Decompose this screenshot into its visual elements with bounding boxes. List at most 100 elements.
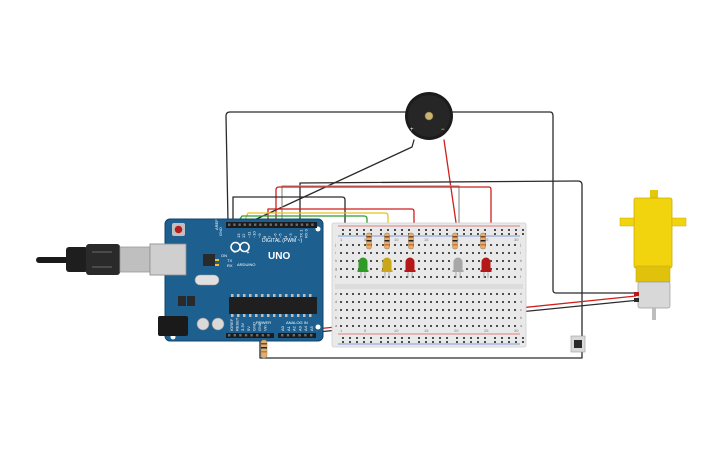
gnd-label: GND	[218, 227, 223, 236]
atmega-chip	[229, 297, 317, 314]
power-header	[226, 333, 274, 338]
analog-pin-label: A5	[309, 325, 314, 331]
breadboard-col-label: 25	[484, 237, 489, 242]
digital-pin-label: 8	[262, 235, 267, 238]
analog-pin-label: A1	[286, 325, 291, 331]
breadboard-col-label: 1	[340, 237, 343, 242]
digital-pin-label: ~6	[272, 233, 277, 238]
led-green[interactable]	[357, 257, 369, 279]
digital-pin-label: ~10	[252, 230, 257, 238]
analog-pin-label: A3	[297, 325, 302, 331]
breadboard-row-label: c	[335, 307, 337, 312]
wire-green[interactable]	[237, 215, 368, 241]
resistor[interactable]	[384, 232, 390, 250]
breadboard-col-label: 30	[514, 328, 519, 333]
buzzer-icon[interactable]: + −	[405, 92, 453, 140]
wire-red-led[interactable]	[267, 208, 415, 241]
rx-label: RX	[227, 263, 233, 268]
capacitor	[211, 317, 225, 331]
breadboard-col-label: 5	[364, 237, 367, 242]
wire-black-short[interactable]	[232, 196, 346, 241]
wire-yellow[interactable]	[243, 212, 389, 241]
digital-pin-label: RX 0	[304, 228, 309, 238]
resistor[interactable]	[480, 232, 486, 250]
resistor[interactable]	[366, 232, 372, 250]
arduino-uno-board[interactable]: AREF GND DIGITAL (PWM ~) − + ARDUINO UNO…	[149, 218, 324, 342]
wire-black-buzzer-right[interactable]	[451, 111, 641, 294]
breadboard-col-label: 10	[394, 237, 399, 242]
breadboard-col-label: 25	[484, 328, 489, 333]
dc-motor-icon[interactable]	[619, 190, 687, 320]
svg-text:+: +	[247, 250, 250, 256]
breadboard-row-label: d	[335, 299, 337, 304]
resistor[interactable]	[452, 232, 458, 250]
center-channel	[335, 284, 523, 289]
breadboard-row-label: f	[520, 274, 522, 279]
wire-black-pushbutton[interactable]	[299, 180, 583, 353]
power-jack	[158, 316, 188, 336]
digital-pin-label: 4	[283, 235, 288, 238]
resistor-pulldown[interactable]	[260, 339, 268, 359]
wire-grey[interactable]	[281, 185, 460, 241]
wire-black-bottom[interactable]	[259, 335, 583, 359]
usb-chip	[203, 254, 215, 266]
analog-header	[278, 333, 316, 338]
breadboard-row-label: i	[335, 250, 336, 255]
breadboard[interactable]: 115510101515202025253030 jjiihhggffeeddc…	[331, 222, 527, 348]
pushbutton-icon[interactable]	[570, 335, 586, 353]
digital-pin-label: ~5	[278, 233, 283, 238]
breadboard-row-label: i	[520, 250, 521, 255]
uno-label: UNO	[268, 251, 290, 262]
arduino-infinity-logo-icon: − +	[230, 241, 250, 256]
breadboard-col-label: 15	[424, 328, 429, 333]
aref-label: AREF	[214, 219, 219, 230]
power-pin-label: IOREF	[229, 318, 234, 331]
power-pin-label: RESET	[235, 317, 240, 331]
digital-pin-label: 13	[236, 233, 241, 238]
analog-pin-label: A4	[303, 325, 308, 331]
wire-red-far[interactable]	[275, 186, 492, 241]
leds	[357, 257, 492, 279]
digital-pin-label: 7	[267, 235, 272, 238]
led-yellow[interactable]	[381, 257, 393, 279]
mount-hole	[315, 324, 321, 330]
digital-pin-label: 2	[293, 235, 298, 238]
power-label: POWER	[256, 320, 271, 325]
digital-pin-label: ~3	[288, 233, 293, 238]
resistor[interactable]	[408, 232, 414, 250]
power-pin-label: 5V	[246, 326, 251, 331]
digital-pin-label: TX 1	[298, 229, 303, 238]
breadboard-row-label: d	[520, 299, 522, 304]
breadboard-row-label: f	[335, 274, 337, 279]
buzzer-plus-label: +	[410, 127, 414, 133]
on-label: ON	[221, 253, 227, 258]
usb-port	[149, 243, 187, 276]
breadboard-col-label: 30	[514, 237, 519, 242]
power-pin-label: Vin	[263, 325, 268, 331]
breadboard-row-label: g	[335, 266, 337, 271]
digital-pin-label: ~9	[257, 233, 262, 238]
analog-in-label: ANALOG IN	[286, 320, 308, 325]
tx-label: TX	[227, 258, 232, 263]
breadboard-col-label: 10	[394, 328, 399, 333]
breadboard-row-label: a	[520, 323, 523, 328]
wire-black-buzzer-plus[interactable]	[249, 139, 415, 223]
breadboard-row-label: h	[520, 258, 522, 263]
wire-black-top-loop[interactable]	[225, 111, 407, 223]
breadboard-row-label: j	[519, 242, 521, 247]
analog-pin-label: A2	[292, 325, 297, 331]
breadboard-col-label: 15	[424, 237, 429, 242]
breadboard-row-label: a	[335, 323, 338, 328]
breadboard-row-label: b	[335, 315, 338, 320]
breadboard-col-label: 1	[340, 328, 343, 333]
breadboard-row-label: h	[335, 258, 337, 263]
digital-pin-label: 12	[241, 233, 246, 238]
led-red[interactable]	[404, 257, 416, 279]
led-red[interactable]	[480, 257, 492, 279]
arduino-brand: ARDUINO	[237, 262, 255, 267]
breadboard-row-label: j	[334, 242, 336, 247]
svg-text:−: −	[234, 250, 237, 256]
analog-pin-label: A0	[280, 325, 285, 331]
led-white[interactable]	[452, 257, 464, 279]
